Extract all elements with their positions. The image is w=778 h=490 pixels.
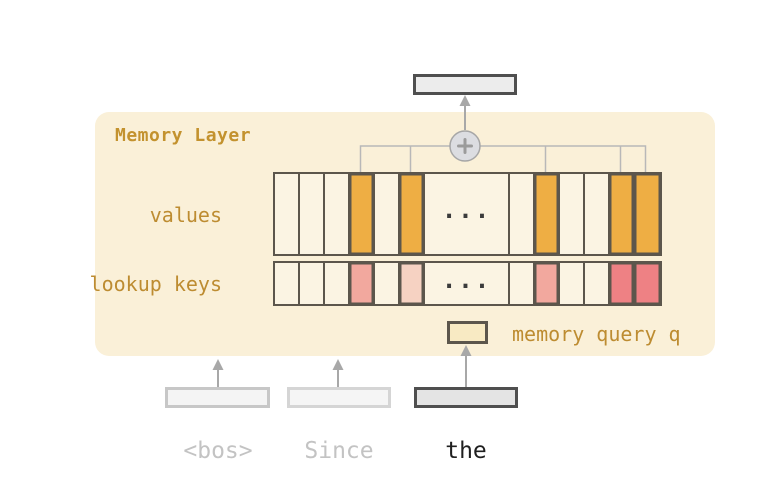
ellipsis-text: ... — [441, 265, 492, 294]
value-cell-highlight — [350, 174, 375, 254]
value-cell-highlight — [610, 174, 635, 254]
output-embedding-box — [413, 74, 517, 95]
key-cell-coral — [610, 263, 635, 304]
token-box-bos — [165, 387, 270, 408]
token-label-since: Since — [304, 438, 374, 464]
key-cell-plain — [300, 263, 325, 304]
key-cell-plain — [510, 263, 535, 304]
memory-query-label: memory query q — [512, 322, 681, 346]
value-cell-plain — [325, 174, 350, 254]
lookup-keys-label: lookup keys — [89, 272, 222, 296]
key-cell-peach — [400, 263, 425, 304]
value-cell-highlight — [635, 174, 660, 254]
memory-layer-title: Memory Layer — [115, 125, 252, 146]
token-label-bos: <bos> — [183, 438, 253, 464]
memory-query-box — [447, 321, 488, 344]
key-cell-plain — [585, 263, 610, 304]
value-cell-plain — [300, 174, 325, 254]
values-label: values — [149, 203, 222, 227]
token-box-since — [287, 387, 391, 408]
value-cell-plain — [275, 174, 300, 254]
token-label-the: the — [445, 438, 487, 464]
value-cell-highlight — [535, 174, 560, 254]
key-cell-plain — [325, 263, 350, 304]
key-cell-pink — [350, 263, 375, 304]
sum-to-output-arrowhead — [459, 95, 471, 106]
key-cell-ellipsis: ... — [425, 263, 510, 304]
value-cell-ellipsis: ... — [425, 174, 510, 254]
bos-up-arrowhead — [212, 359, 224, 370]
key-cell-plain — [560, 263, 585, 304]
key-cell-pink — [535, 263, 560, 304]
value-cell-plain — [510, 174, 535, 254]
value-cell-plain — [560, 174, 585, 254]
value-cell-plain — [375, 174, 400, 254]
since-up-arrowhead — [332, 359, 344, 370]
values-row: ... — [273, 172, 662, 256]
ellipsis-text: ... — [441, 196, 492, 224]
key-cell-plain — [275, 263, 300, 304]
value-cell-highlight — [400, 174, 425, 254]
key-cell-coral — [635, 263, 660, 304]
token-box-the — [414, 387, 518, 408]
lookup-keys-row: ... — [273, 261, 662, 306]
value-cell-plain — [585, 174, 610, 254]
key-cell-plain — [375, 263, 400, 304]
